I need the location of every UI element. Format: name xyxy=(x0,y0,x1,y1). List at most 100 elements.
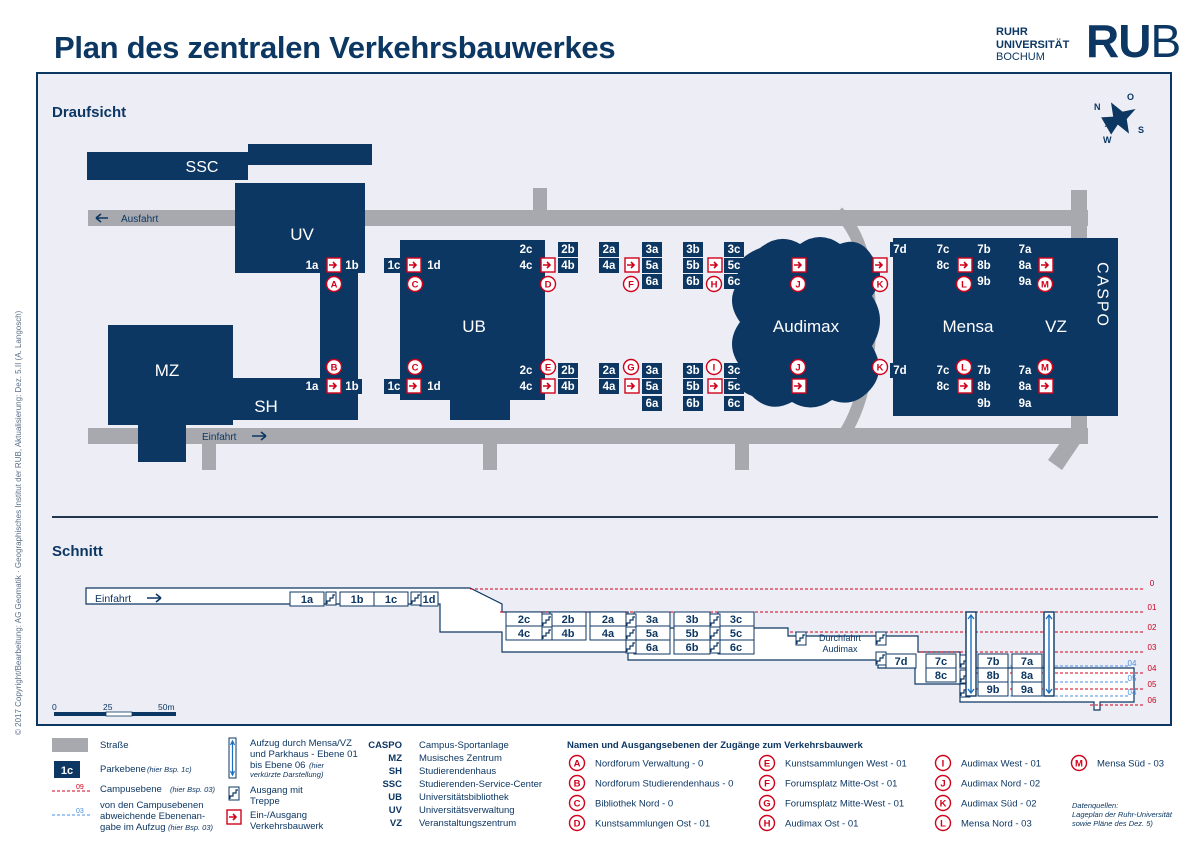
plan-box-m2_top-3: 8b xyxy=(974,258,994,273)
section-cell-m-7-label: 9b xyxy=(987,684,1000,696)
plan-box-m2_bot-3-label: 8b xyxy=(977,381,990,393)
plan-box-r2_top-0: 2c xyxy=(516,242,536,257)
access-marker-circle xyxy=(1036,358,1054,376)
section-cell-l2-0-label: 6a xyxy=(646,642,659,654)
access-marker-circle xyxy=(955,275,973,293)
section-cell-m-5: 8b xyxy=(977,667,1009,683)
plan-box-uv_top-0-label: 1a xyxy=(306,260,319,272)
section-cell-l1b-0-label: 4c xyxy=(518,628,530,640)
compass-s: S xyxy=(1138,125,1144,135)
building-ssc: SSC xyxy=(186,159,219,176)
section-cell-l1a-4: 3b xyxy=(673,611,711,627)
abbr-value-5: Universitätsverwaltung xyxy=(419,805,515,816)
legend-einaus-1: Ein-/Ausgang xyxy=(250,810,307,821)
plan-box-m3_bot-1-label: 8a xyxy=(1019,381,1032,393)
access-name-circle xyxy=(758,814,776,832)
section-cell-l1b-2: 4a xyxy=(589,625,627,641)
plan-box-r3_top-4: 6a xyxy=(642,274,662,289)
access-name-circle xyxy=(568,754,586,772)
legend-strasse: Straße xyxy=(100,740,129,751)
access-name-letter: B xyxy=(574,779,581,790)
section-cell-l0-2-label: 1c xyxy=(385,594,397,606)
legend-stair-icon xyxy=(228,786,240,801)
plan-box-uv_bot-0-label: 1a xyxy=(306,381,319,393)
abbr-key-5: UV xyxy=(389,805,403,816)
access-name-circle xyxy=(934,814,952,832)
abbr-value-0: Campus-Sportanlage xyxy=(419,740,509,751)
section-entry-arrow-icon xyxy=(147,593,162,603)
legend-parkebene-box: 1c xyxy=(61,765,73,777)
access-marker-circle xyxy=(789,358,807,376)
legend-parkebene-hint: (hier Bsp. 1c) xyxy=(147,765,192,774)
plan-box-m2_bot-4-label: 9b xyxy=(977,398,990,410)
section-cell-m-1: 7c xyxy=(925,653,957,669)
legend-campus-num: 09 xyxy=(76,784,84,791)
plan-box-r4_top-5-label: 6c xyxy=(728,276,741,288)
building-mz: MZ xyxy=(155,361,180,380)
section-cell-l1b-3: 5a xyxy=(633,625,671,641)
plan-box-r2_bot-2: 4c xyxy=(516,379,536,394)
plan-box-r4_bot-0: 3b xyxy=(683,363,703,378)
buildings xyxy=(87,144,1118,462)
plan-box-m1_top-0: 7d xyxy=(890,242,910,257)
plan-box-ub_bot_l-0: 1c xyxy=(384,379,404,394)
plan-box-ub_bot_l-1-label: 1d xyxy=(427,381,440,393)
access-marker-letter: M xyxy=(1041,363,1049,374)
access-marker-b: B xyxy=(325,358,343,376)
abbr-key-1: MZ xyxy=(388,753,402,764)
plan-box-r4_bot-4-rect xyxy=(683,396,703,411)
access-name-letter: C xyxy=(574,799,581,810)
quellen-1: Datenquellen: xyxy=(1072,801,1118,810)
section-cell-l0-1-label: 1b xyxy=(351,594,364,606)
plan-box-ub_top_l-1: 1d xyxy=(424,258,444,273)
access-marker-letter: C xyxy=(412,280,419,291)
campus-level-6: 06 xyxy=(1148,696,1157,705)
legend-aufzug-hint-2: verkürzte Darstellung) xyxy=(250,770,324,779)
section-cell-m-2-label: 7b xyxy=(987,656,1000,668)
section-cell-l0-2: 1c xyxy=(373,591,409,607)
plan-box-m2_bot-3: 8b xyxy=(974,379,994,394)
plan-box-uv_top-1-label: 1b xyxy=(345,260,358,272)
plan-box-r2_top-2-label: 4c xyxy=(520,260,533,272)
legend-abw-2: abweichende Ebenenan- xyxy=(100,811,205,822)
access-name-text: Audimax Nord - 02 xyxy=(961,779,1040,790)
plan-box-r3_top-4-rect xyxy=(642,274,662,289)
elevator-level-2: 04 xyxy=(1128,688,1137,697)
section-cell-l0-1: 1b xyxy=(339,591,375,607)
access-name-letter: E xyxy=(764,759,770,770)
plan-box-r4_top-1-label: 3c xyxy=(728,244,741,256)
plan-box-m3_top-2-label: 9a xyxy=(1019,276,1032,288)
plan-box-m2_bot-0: 7c xyxy=(933,363,953,378)
access-marker-letter: L xyxy=(961,280,967,291)
access-marker-letter: J xyxy=(795,363,800,374)
plan-box-m3_bot-2-label: 9a xyxy=(1019,398,1032,410)
plan-box-uv_top-1: 1b xyxy=(342,258,362,273)
logo-line-1: RUHR xyxy=(996,26,1028,38)
access-marker-letter: K xyxy=(877,363,884,374)
plan-box-r2_bot-3: 4b xyxy=(558,379,578,394)
plan-box-r4_top-5: 6c xyxy=(724,274,744,289)
access-marker-g: G xyxy=(622,358,640,376)
section-cell-l1b-0: 4c xyxy=(505,625,543,641)
plan-box-r2_bot-3-label: 4b xyxy=(561,381,574,393)
plan-box-m3_top-1-rect xyxy=(1015,258,1035,273)
plan-box-r2_bot-0: 2c xyxy=(516,363,536,378)
section-cell-l1b-5-label: 5c xyxy=(730,628,742,640)
plan-box-r4_top-0-rect xyxy=(683,242,703,257)
access-name-circle xyxy=(934,774,952,792)
section-title-top: Draufsicht xyxy=(52,104,127,121)
access-marker-circle xyxy=(705,275,723,293)
plan-box-r4_top-0: 3b xyxy=(683,242,703,257)
legend-aufzug-2: und Parkhaus - Ebene 01 xyxy=(250,749,358,760)
legend: Straße 1c Parkebene (hier Bsp. 1c) 09 Ca… xyxy=(52,737,358,833)
access-name-circle xyxy=(568,814,586,832)
scale-0: 0 xyxy=(52,702,57,712)
access-marker-circle xyxy=(1036,275,1054,293)
section-cell-l0-0-rect xyxy=(289,591,325,607)
plan-box-r3_top-3: 5a xyxy=(642,258,662,273)
access-marker-letter: G xyxy=(627,363,634,374)
